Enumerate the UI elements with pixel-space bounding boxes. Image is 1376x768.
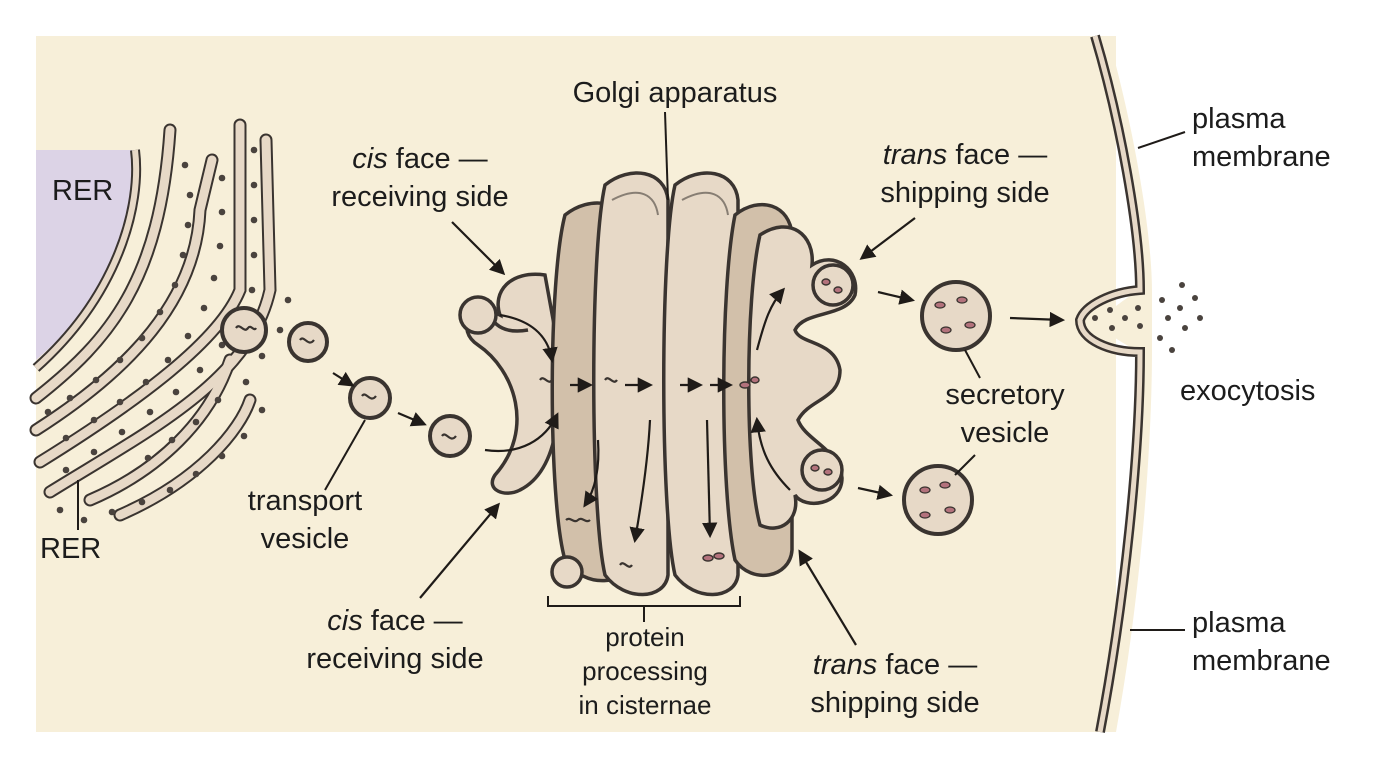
rer-cisternae xyxy=(29,118,277,522)
flow-arrows xyxy=(332,287,1066,544)
label-arrows xyxy=(419,217,916,646)
cis-vesicle xyxy=(458,295,498,335)
trans-bud-bottom xyxy=(800,448,844,492)
rer-label-top: RER xyxy=(52,175,114,207)
transport-vesicle-label: transport vesicle xyxy=(247,485,363,555)
plasma-membrane-label-top: plasma membrane xyxy=(1192,103,1331,173)
secretory-cargo xyxy=(919,296,976,519)
trans-face-label-bottom: trans face — shipping side xyxy=(810,649,980,719)
exocytosis-particles xyxy=(1092,282,1203,353)
exocytosis-label: exocytosis xyxy=(1180,375,1316,407)
cisterna-3 xyxy=(592,171,670,597)
secretory-vesicle-label: secretory vesicle xyxy=(945,379,1065,449)
small-vesicle xyxy=(550,555,584,589)
processing-bracket xyxy=(547,596,741,622)
golgi-cargo xyxy=(539,377,633,568)
transport-vesicle-3 xyxy=(428,414,472,458)
rer-label-bottom: RER xyxy=(40,533,102,565)
trans-face-label-top: trans face — shipping side xyxy=(880,139,1050,209)
secretory-vesicle-bottom xyxy=(902,464,974,536)
cis-face-label-top: cis face — receiving side xyxy=(331,143,509,213)
trans-bud-top xyxy=(811,263,855,307)
processed-cargo xyxy=(702,278,843,562)
transport-cargo xyxy=(235,325,457,440)
secretory-vesicle-top xyxy=(920,280,992,352)
protein-processing-label: protein processing in cisternae xyxy=(578,622,712,720)
cis-face-label-bottom: cis face — receiving side xyxy=(306,605,484,675)
ribosomes xyxy=(44,146,292,524)
plasma-membrane-label-bottom: plasma membrane xyxy=(1192,607,1331,677)
golgi-apparatus-label: Golgi apparatus xyxy=(572,77,778,109)
leader-lines xyxy=(77,111,1186,631)
nucleus xyxy=(36,150,136,360)
